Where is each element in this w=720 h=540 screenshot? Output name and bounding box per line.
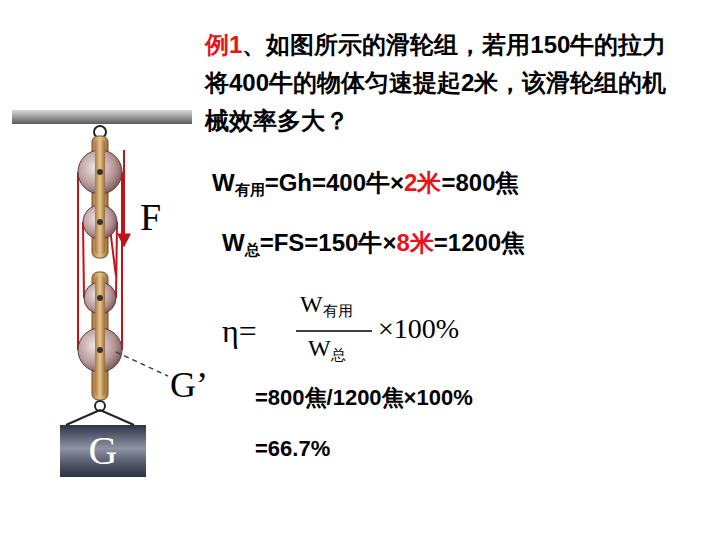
text-line: =800焦/1200焦×100% [255, 385, 473, 411]
label-text: 有用 [323, 303, 353, 319]
label-text: W [300, 291, 323, 317]
text-line: W总 [308, 334, 346, 370]
label-text: =Gh=400牛× [265, 169, 404, 196]
label-text: =FS=150牛× [260, 229, 397, 256]
label-text: = [239, 313, 257, 349]
text-line: ×100% [378, 312, 459, 346]
text-line: W总=FS=150牛×8米=1200焦 [222, 228, 525, 265]
weight-block: G [60, 425, 146, 477]
leader-line [116, 352, 168, 376]
label-text: =800焦/1200焦×100% [255, 385, 473, 410]
text-line: W有用=Gh=400牛×2米=800焦 [212, 168, 520, 205]
text-line: 例1、如图所示的滑轮组，若用150牛的拉力将400牛的物体匀速提起2米，该滑轮组… [205, 26, 685, 140]
label-text: 8米 [396, 229, 433, 256]
label-text: G’ [170, 365, 208, 405]
label-text: 2米 [404, 169, 441, 196]
text-line: =66.7% [255, 436, 330, 462]
label-text: =66.7% [255, 436, 330, 461]
label-text: =800焦 [441, 169, 519, 196]
hanger [66, 401, 134, 425]
label-text: W [212, 169, 235, 196]
upper-frame [95, 140, 105, 254]
label-text: 总 [331, 347, 346, 363]
text-line: W有用 [300, 290, 353, 326]
label-text: 、如图所示的滑轮组，若用150牛的拉力将400牛的物体匀速提起2米，该滑轮组的机… [205, 31, 666, 134]
label-text: =1200焦 [434, 229, 525, 256]
ceiling [12, 110, 192, 124]
label-text: F [140, 196, 161, 238]
block-label: G [89, 431, 118, 471]
text-line: η= [222, 312, 257, 350]
label-text: 例1 [205, 31, 242, 58]
label-text: W [222, 229, 245, 256]
label-text: ×100% [378, 313, 459, 344]
force-arrow [123, 150, 125, 246]
fraction-bar [296, 330, 372, 332]
label-text: 总 [245, 242, 260, 258]
label-text: η [222, 313, 239, 349]
text-line: F [140, 194, 161, 240]
text-line: G’ [170, 364, 208, 407]
label-text: W [308, 335, 331, 361]
lower-frame [95, 276, 105, 396]
label-text: 有用 [235, 182, 265, 198]
